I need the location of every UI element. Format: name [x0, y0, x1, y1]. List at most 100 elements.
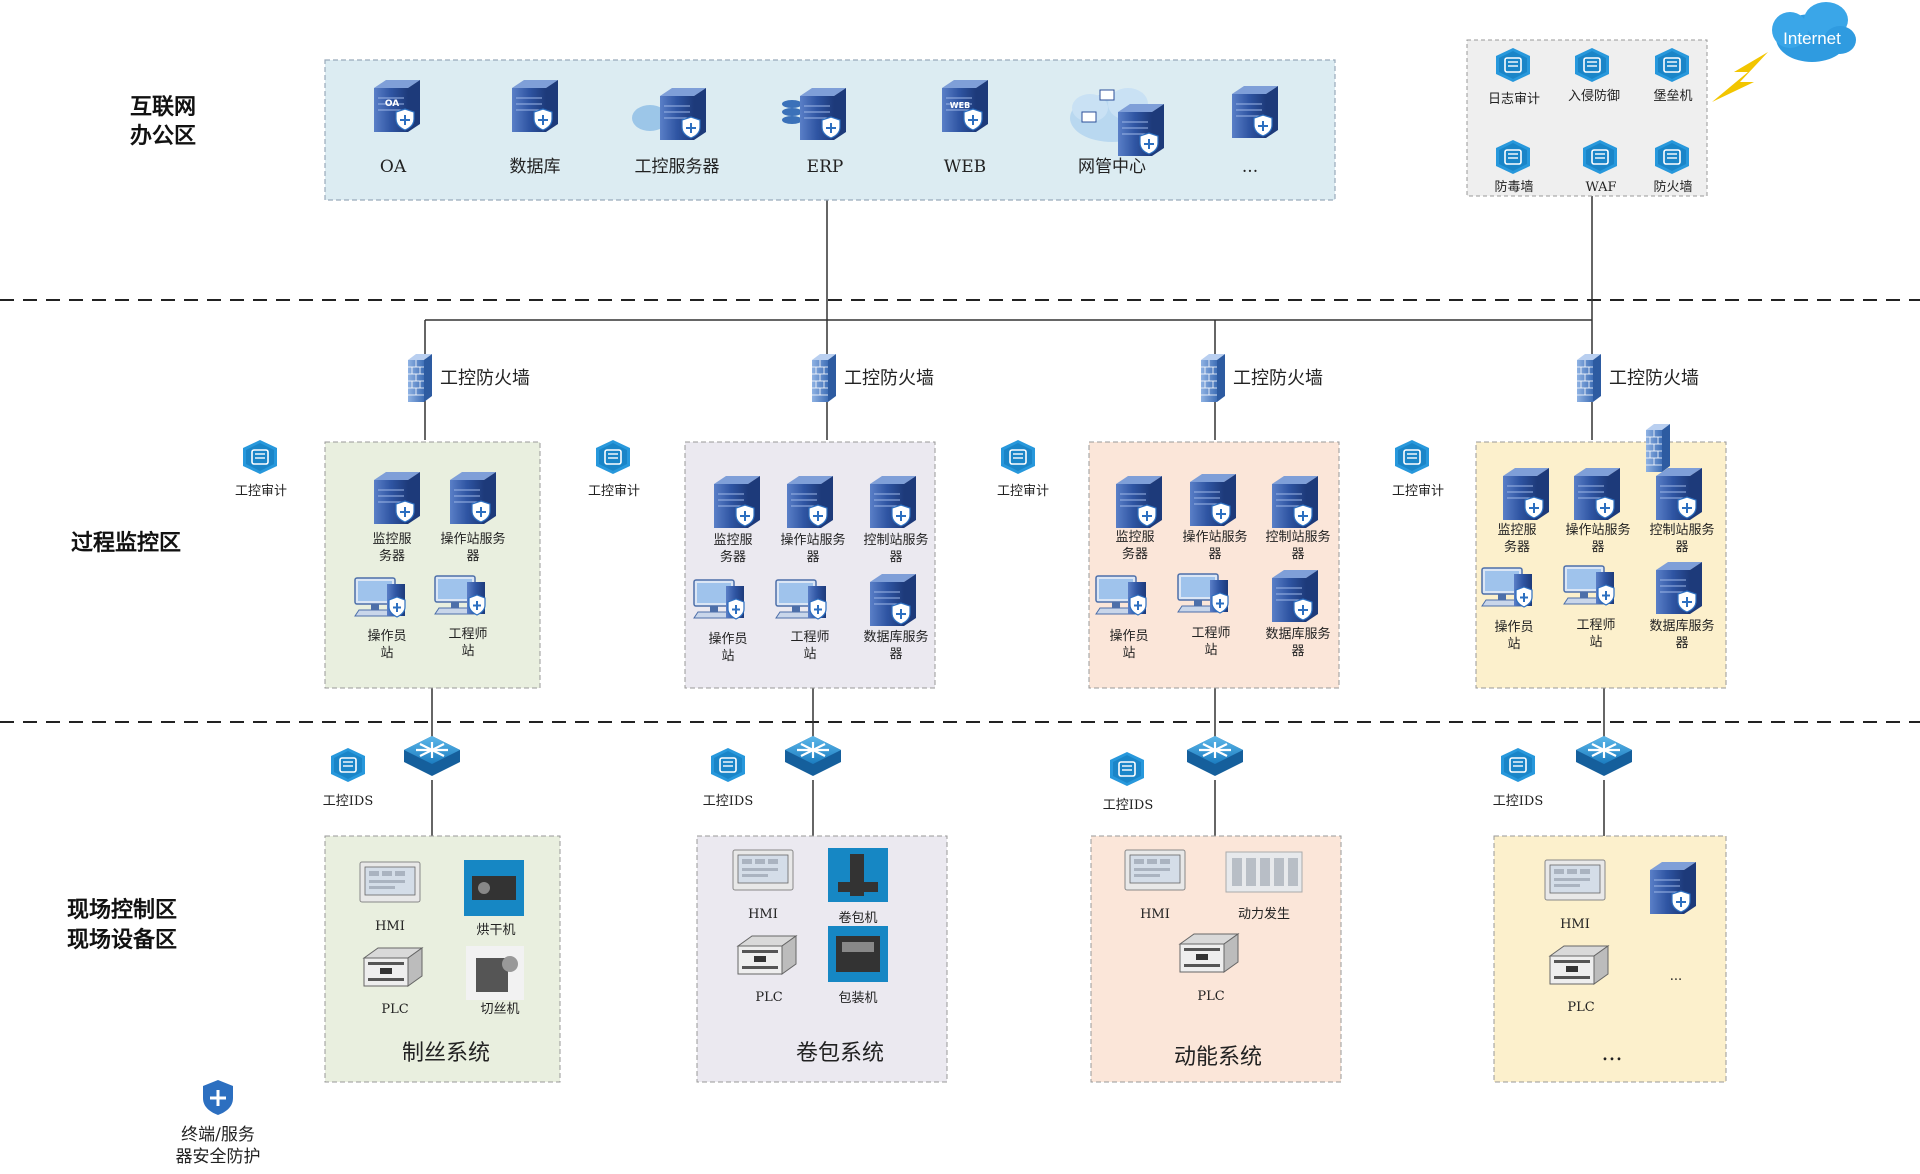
ics-audit-2: 工控审计 [588, 439, 640, 499]
office-service-oa: OA OA [373, 79, 421, 177]
security-item-ips: 入侵防御 [1568, 47, 1620, 104]
svg-text:PLC: PLC [755, 990, 782, 1005]
ics-audit-1: 工控审计 [235, 439, 287, 499]
engineer-station: 工程师 站 [1177, 573, 1231, 658]
database-server: 数据库服务 器 [1265, 569, 1331, 659]
svg-text:控制站服务: 控制站服务 [863, 532, 928, 548]
svg-text:数据库服务: 数据库服务 [863, 629, 928, 645]
svg-text:器: 器 [1675, 636, 1688, 651]
svg-text:器: 器 [1291, 547, 1304, 562]
office-service-database: 数据库 [510, 79, 561, 177]
svg-text:监控服: 监控服 [1497, 523, 1536, 538]
audit-label: 工控审计 [588, 484, 640, 499]
monitor-group-1-box [324, 441, 541, 689]
database-server: 数据库服务 器 [863, 573, 929, 662]
svg-text:控制站服务: 控制站服务 [1649, 522, 1714, 538]
dryer-device: 烘干机 [464, 860, 524, 938]
svg-text:工程师: 工程师 [1576, 618, 1615, 633]
office-service-label: 工控服务器 [635, 157, 720, 177]
svg-text:站: 站 [1204, 643, 1217, 658]
svg-text:HMI: HMI [1140, 907, 1170, 922]
audit-label: 工控审计 [1392, 484, 1444, 499]
field-group-title: 制丝系统 [402, 1041, 490, 1066]
office-service-label: ERP [807, 157, 844, 177]
ics-audit-3: 工控审计 [997, 439, 1049, 499]
monitor-server: 监控服 务器 [1497, 467, 1550, 555]
office-service-erp: ERP [782, 87, 847, 177]
svg-text:站: 站 [380, 646, 393, 661]
svg-text:切丝机: 切丝机 [480, 1002, 519, 1017]
core-switch-icon [1574, 734, 1634, 778]
svg-text:站: 站 [1122, 646, 1135, 661]
engineer-station: 工程师 站 [434, 575, 488, 659]
zone-label-field-control-1: 现场控制区 [67, 897, 177, 923]
office-service-label: OA [380, 157, 407, 177]
power-generator-device: 动力发生 [1225, 851, 1303, 922]
zone-label-process-monitor: 过程监控区 [71, 530, 181, 556]
svg-text:站: 站 [721, 649, 734, 664]
operator-station-server: 操作站服务 器 [1565, 467, 1631, 555]
database-server: 数据库服务 器 [1649, 561, 1715, 651]
ids-label: 工控IDS [323, 794, 373, 809]
office-service-ics-server: 工控服务器 [632, 87, 720, 177]
operator-station: 操作员 站 [1095, 575, 1149, 661]
svg-text:站: 站 [1507, 637, 1520, 652]
security-item-label: WAF [1585, 180, 1616, 195]
security-item-bastion: 堡垒机 [1653, 47, 1693, 104]
svg-text:HMI: HMI [1560, 917, 1590, 932]
monitor-server: 监控服 务器 [372, 471, 421, 564]
svg-text:器: 器 [889, 647, 902, 662]
security-item-log-audit: 日志审计 [1488, 47, 1540, 107]
firewall-label: 工控防火墙 [844, 368, 934, 389]
internet-cloud-icon: Internet [1772, 2, 1856, 62]
security-item-label: 入侵防御 [1568, 88, 1620, 104]
office-service-more: ... [1231, 85, 1279, 177]
engineer-station: 工程师 站 [1563, 565, 1616, 650]
security-item-waf: WAF [1582, 139, 1618, 195]
svg-text:站: 站 [1589, 635, 1602, 650]
audit-label: 工控审计 [997, 484, 1049, 499]
legend-label: 终端/服务 [181, 1125, 255, 1145]
security-item-av-wall: 防毒墙 [1494, 139, 1534, 195]
svg-text:器: 器 [806, 550, 819, 565]
operator-station-server: 操作站服务 器 [780, 475, 846, 565]
hmi-device: HMI [359, 861, 421, 934]
hmi-device: HMI [1124, 849, 1186, 922]
plc-device: PLC [1549, 945, 1609, 1015]
legend-security-shield: 终端/服务 器安全防护 [176, 1080, 261, 1167]
office-service-web: WEB WEB [941, 79, 989, 177]
svg-text:OA: OA [385, 99, 399, 109]
hmi-device: HMI [1544, 859, 1606, 932]
svg-text:操作站服务: 操作站服务 [780, 532, 845, 548]
svg-text:数据库服务: 数据库服务 [1265, 626, 1330, 642]
security-item-label: 防毒墙 [1494, 179, 1533, 195]
svg-text:PLC: PLC [1567, 1000, 1594, 1015]
svg-text:HMI: HMI [375, 919, 405, 934]
operator-station: 操作员 站 [354, 577, 407, 661]
engineer-station: 工程师 站 [775, 579, 830, 662]
control-station-server: 控制站服务 器 [1649, 467, 1715, 555]
operator-station: 操作员 站 [1481, 567, 1534, 652]
svg-text:操作员: 操作员 [1494, 619, 1533, 635]
svg-text:站: 站 [461, 644, 474, 659]
svg-text:务器: 务器 [720, 549, 746, 565]
svg-text:操作员: 操作员 [1109, 628, 1148, 644]
svg-text:务器: 务器 [379, 548, 405, 564]
ics-ids-4: 工控IDS [1493, 747, 1543, 809]
roll-packer-device: 卷包机 [828, 848, 888, 926]
security-item-firewall: 防火墙 [1653, 139, 1693, 195]
ics-firewall-1: 工控防火墙 [407, 353, 530, 403]
plc-device: PLC [1179, 933, 1239, 1004]
ics-audit-4: 工控审计 [1392, 439, 1444, 499]
office-service-label: WEB [944, 157, 986, 177]
control-station-server: 控制站服务 器 [863, 475, 929, 565]
operator-station-server: 操作站服务 器 [440, 471, 506, 564]
connection-lines [424, 196, 1605, 836]
core-switch-icon [1185, 734, 1245, 778]
ids-label: 工控IDS [703, 794, 753, 809]
ics-ids-2: 工控IDS [703, 747, 753, 809]
zone-label-internet-office-2: 办公区 [130, 124, 196, 149]
svg-text:WEB: WEB [950, 101, 970, 110]
svg-text:工程师: 工程师 [790, 630, 829, 645]
ics-ids-3: 工控IDS [1103, 751, 1153, 813]
